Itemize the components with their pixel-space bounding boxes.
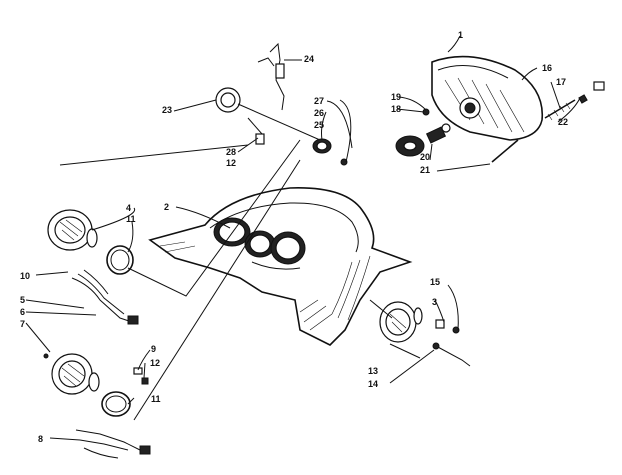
right-gauge [379,301,471,367]
callout-4: 4 [126,203,131,213]
callout-13: 13 [368,366,378,376]
callout-5: 5 [20,295,25,305]
callout-1: 1 [458,30,463,40]
callout-15: 15 [430,277,440,287]
callout-8: 8 [38,434,43,444]
callout-7: 7 [20,319,25,329]
callout-25: 25 [314,120,324,130]
leader-lines [25,35,581,441]
callout-10: 10 [20,271,30,281]
callout-23: 23 [162,105,172,115]
callout-3: 3 [432,297,437,307]
callout-labels: 1 2 3 4 5 6 7 8 9 10 11 11 12 12 13 14 1… [20,30,568,444]
callout-11-lower: 11 [151,394,161,404]
callout-26: 26 [314,108,324,118]
callout-12-upper: 12 [226,158,236,168]
callout-11-upper: 11 [126,214,136,224]
callout-24: 24 [304,54,314,64]
callout-19: 19 [391,92,401,102]
callout-28: 28 [226,147,236,157]
callout-17: 17 [556,77,566,87]
callout-12-lower: 12 [150,358,160,368]
callout-18: 18 [391,104,401,114]
top-left-gauge-assembly [215,42,348,166]
callout-27: 27 [314,96,324,106]
callout-21: 21 [420,165,430,175]
callout-22: 22 [558,117,568,127]
callout-14: 14 [368,379,378,389]
left-upper-gauge [47,209,139,325]
callout-9: 9 [151,344,156,354]
headlight-housing [395,55,605,163]
console-panel [148,187,413,346]
callout-16: 16 [542,63,552,73]
callout-2: 2 [164,202,169,212]
callout-20: 20 [420,152,430,162]
callout-6: 6 [20,307,25,317]
left-lower-gauge [43,353,151,459]
